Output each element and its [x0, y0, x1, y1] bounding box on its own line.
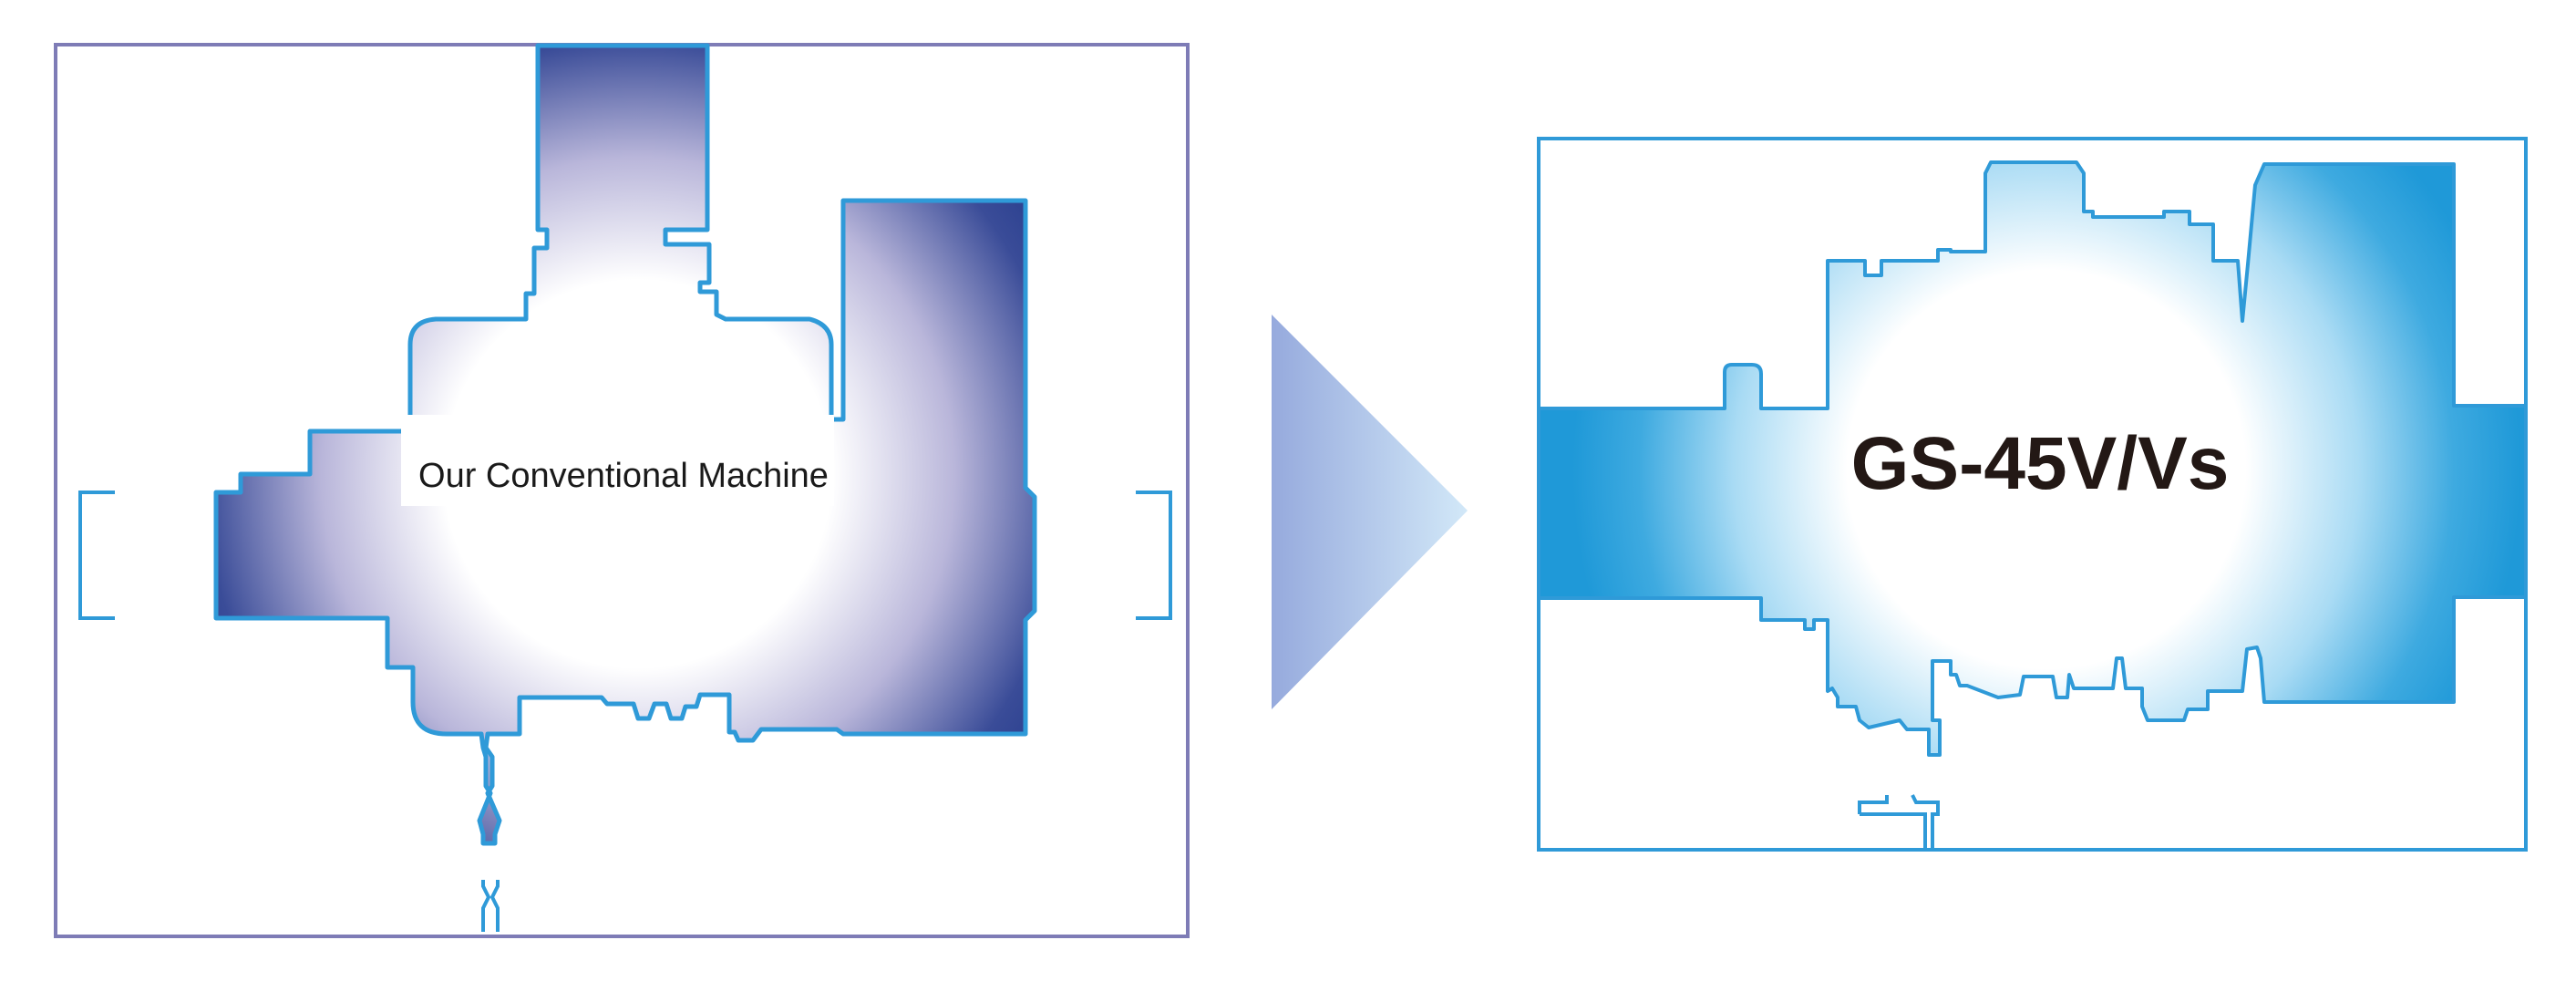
left-bracket-right: [1136, 491, 1172, 620]
gs45-label: GS-45V/Vs: [1851, 422, 2230, 505]
left-bracket-left: [78, 491, 115, 620]
conventional-label-bg: [401, 415, 834, 506]
left-lower-part: [481, 880, 500, 932]
gs45-machine-silhouette: [1537, 160, 2528, 757]
right-panel: GS-45V/Vs: [1537, 137, 2528, 852]
left-panel: Our Conventional Machine: [54, 43, 1190, 938]
transition-arrow: [1272, 315, 1468, 709]
conventional-machine-label: Our Conventional Machine: [418, 457, 829, 495]
right-lower-part: [1858, 794, 1940, 848]
